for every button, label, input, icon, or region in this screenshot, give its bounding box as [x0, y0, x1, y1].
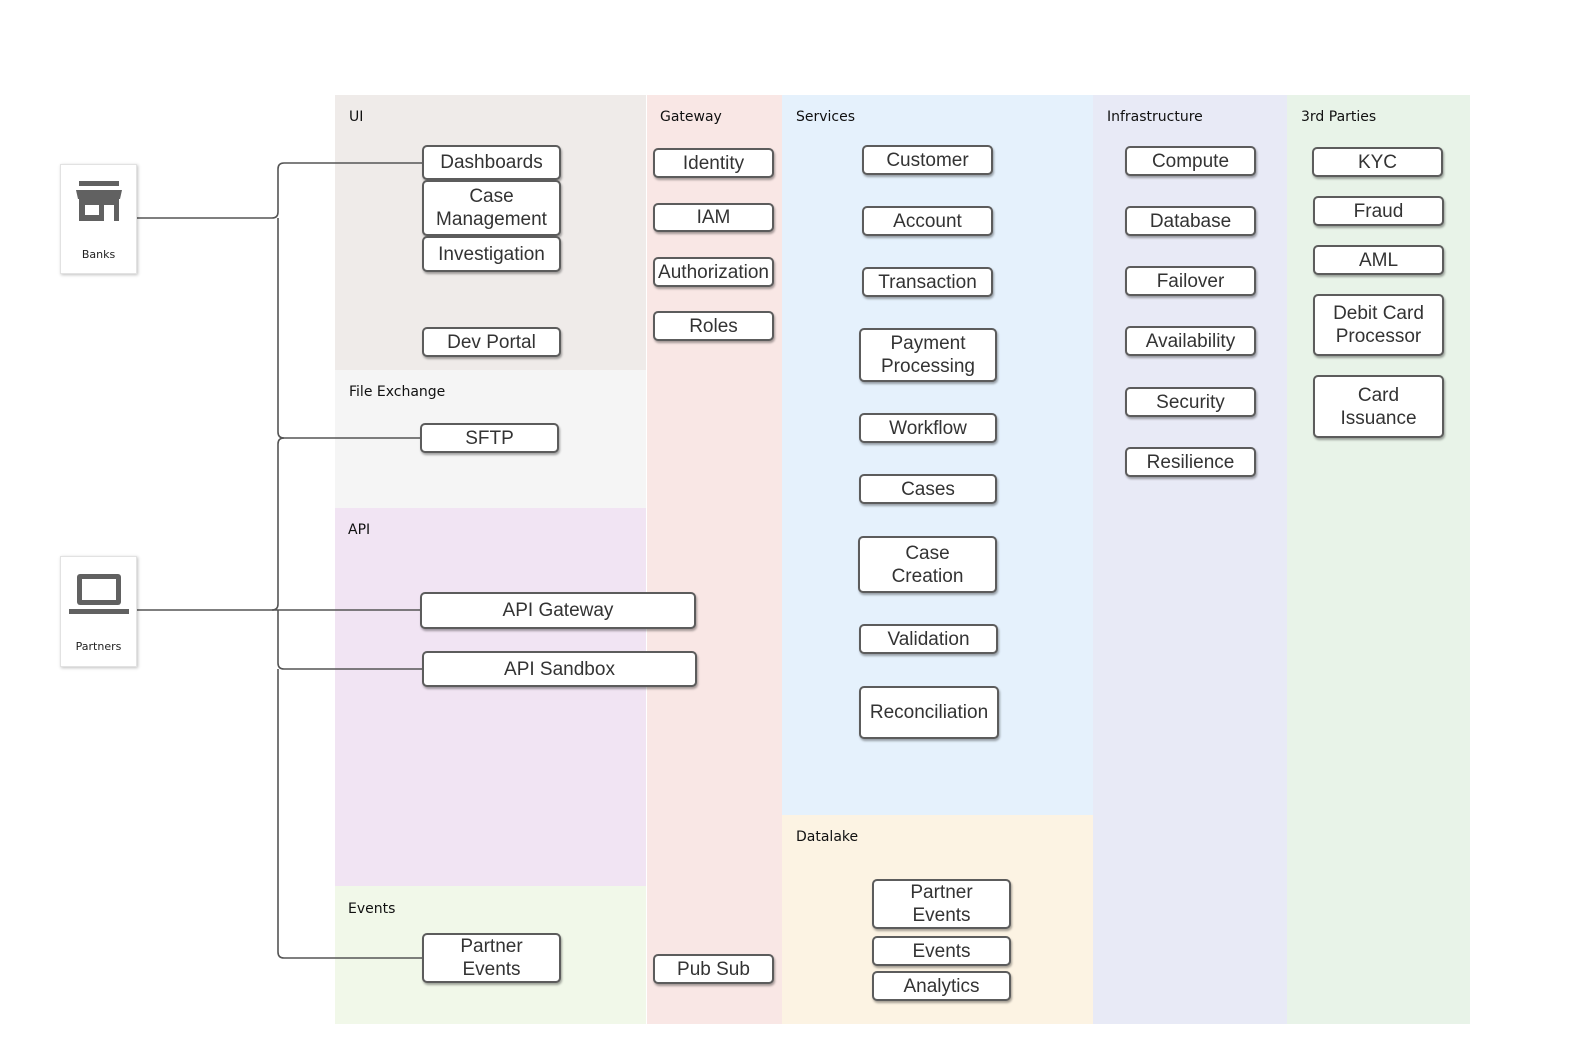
connector-banks-sftp [277, 218, 420, 439]
node-kyc[interactable]: KYC [1312, 147, 1443, 177]
banks-label: Banks [81, 248, 116, 261]
connector-banks [137, 162, 422, 219]
node-pub-sub[interactable]: Pub Sub [653, 954, 774, 984]
node-datalake-events[interactable]: Events [872, 936, 1011, 966]
node-security[interactable]: Security [1125, 387, 1256, 417]
connector-partners-up [271, 437, 285, 611]
zone-title-infrastructure: Infrastructure [1107, 109, 1203, 125]
node-payment-processing[interactable]: Payment Processing [859, 328, 997, 382]
node-workflow[interactable]: Workflow [859, 413, 997, 443]
node-aml[interactable]: AML [1313, 245, 1444, 275]
node-availability[interactable]: Availability [1125, 326, 1256, 356]
zone-title-services: Services [796, 109, 856, 125]
zone-title-ui: UI [349, 109, 364, 125]
partners-label: Partners [75, 640, 122, 653]
node-datalake-partner-events[interactable]: Partner Events [872, 879, 1011, 929]
node-partner-events[interactable]: Partner Events [422, 933, 561, 983]
node-database[interactable]: Database [1125, 206, 1256, 236]
node-validation[interactable]: Validation [859, 624, 998, 654]
connector-partners-events [277, 669, 422, 959]
zone-title-third-parties: 3rd Parties [1301, 109, 1377, 125]
zone-gateway [647, 95, 782, 1024]
node-reconciliation[interactable]: Reconciliation [859, 686, 999, 739]
node-transaction[interactable]: Transaction [862, 267, 993, 297]
node-dev-portal[interactable]: Dev Portal [422, 327, 561, 357]
zone-api [335, 508, 646, 886]
zone-title-gateway: Gateway [660, 109, 722, 125]
banks-actor: Banks [60, 164, 137, 274]
node-fraud[interactable]: Fraud [1313, 196, 1444, 226]
node-compute[interactable]: Compute [1125, 146, 1256, 176]
node-account[interactable]: Account [862, 206, 993, 236]
node-investigation[interactable]: Investigation [422, 236, 561, 272]
node-authorization[interactable]: Authorization [653, 257, 774, 287]
node-resilience[interactable]: Resilience [1125, 447, 1256, 477]
node-roles[interactable]: Roles [653, 311, 774, 341]
laptop-icon [67, 571, 131, 617]
node-case-management[interactable]: Case Management [422, 180, 561, 236]
node-api-gateway[interactable]: API Gateway [420, 592, 696, 629]
zone-title-api: API [348, 522, 371, 538]
storefront-icon [74, 179, 124, 223]
node-failover[interactable]: Failover [1125, 266, 1256, 296]
zone-title-events: Events [348, 901, 396, 917]
node-card-issuance[interactable]: Card Issuance [1313, 375, 1444, 438]
node-iam[interactable]: IAM [653, 203, 774, 232]
partners-actor: Partners [60, 556, 137, 667]
node-dashboards[interactable]: Dashboards [422, 145, 561, 180]
zone-title-datalake: Datalake [796, 829, 859, 845]
node-identity[interactable]: Identity [653, 148, 774, 178]
node-sftp[interactable]: SFTP [420, 423, 559, 453]
node-api-sandbox[interactable]: API Sandbox [422, 651, 697, 687]
node-debit-card-processor[interactable]: Debit Card Processor [1313, 294, 1444, 356]
zone-title-file-exchange: File Exchange [349, 384, 446, 400]
node-cases[interactable]: Cases [859, 474, 997, 504]
node-customer[interactable]: Customer [862, 145, 993, 175]
connector-partners-sandbox [277, 610, 422, 670]
node-datalake-analytics[interactable]: Analytics [872, 971, 1011, 1001]
node-case-creation[interactable]: Case Creation [858, 536, 997, 593]
zone-infrastructure [1093, 95, 1287, 1024]
